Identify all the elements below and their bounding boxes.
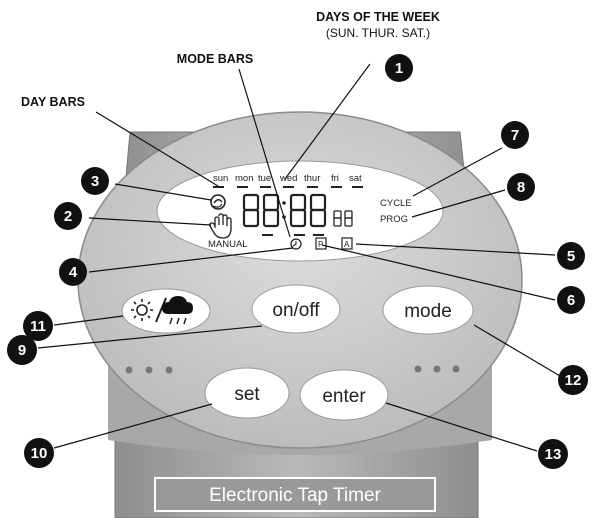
p-box-label: P (318, 240, 323, 249)
svg-text:7: 7 (511, 127, 519, 144)
lcd-day-sat: sat (349, 173, 362, 184)
indicator-dots-right (414, 365, 460, 373)
set-button-label: set (234, 384, 260, 405)
mode-bars-label: MODE BARS (177, 52, 253, 66)
svg-text:13: 13 (545, 446, 562, 463)
nameplate-text: Electronic Tap Timer (209, 485, 381, 506)
svg-text:2: 2 (64, 208, 72, 225)
lcd-digits (242, 193, 353, 228)
nameplate: Electronic Tap Timer (154, 477, 436, 512)
p-box-icon (315, 237, 327, 250)
lcd-cycle-label: CYCLE (380, 198, 412, 209)
callout-8: 8 (507, 173, 535, 201)
leader-lines (37, 63, 561, 452)
sun-icon (131, 299, 153, 321)
callout-1: 1 (385, 54, 413, 82)
mode-button[interactable]: mode (382, 285, 474, 335)
callout-9: 9 (7, 335, 37, 365)
day-bars-label: DAY BARS (21, 95, 85, 109)
indicator-dots-left (125, 366, 173, 374)
svg-text:1: 1 (395, 60, 403, 77)
lcd-day-sun: sun (213, 173, 228, 184)
callout-11: 11 (23, 311, 53, 341)
sun-rain-button[interactable] (121, 288, 211, 334)
mode-button-label: mode (404, 301, 452, 322)
svg-text:12: 12 (565, 372, 582, 389)
svg-text:11: 11 (30, 318, 46, 335)
rain-cloud-icon (162, 296, 193, 325)
enter-button[interactable]: enter (299, 369, 389, 421)
callout-13: 13 (538, 439, 568, 469)
svg-text:8: 8 (517, 179, 525, 196)
svg-text:10: 10 (31, 445, 48, 462)
days-of-week-label: DAYS OF THE WEEK (316, 10, 440, 24)
lcd-day-labels: sun mon tue wed thur fri sat (213, 173, 362, 184)
set-button[interactable]: set (204, 367, 290, 419)
on-off-button[interactable]: on/off (251, 284, 341, 334)
slash-divider (155, 297, 167, 323)
callout-3: 3 (81, 167, 109, 195)
a-box-icon (341, 237, 353, 250)
clock-icon (290, 238, 302, 250)
lcd-day-thur: thur (304, 173, 320, 184)
callout-6: 6 (557, 286, 585, 314)
callout-7: 7 (501, 121, 529, 149)
lcd-day-mon: mon (235, 173, 253, 184)
lcd-day-wed: wed (279, 173, 297, 184)
a-box-label: A (344, 240, 350, 249)
svg-text:6: 6 (567, 292, 575, 309)
svg-text:9: 9 (18, 342, 26, 359)
svg-text:4: 4 (69, 264, 78, 281)
callout-2: 2 (54, 202, 82, 230)
svg-text:3: 3 (91, 173, 99, 190)
manual-hand-icon (209, 213, 232, 239)
cycle-icon (210, 194, 226, 210)
callout-10: 10 (24, 438, 54, 468)
on-off-button-label: on/off (272, 300, 320, 321)
lcd-day-tue: tue (258, 173, 271, 184)
lcd-manual-label: MANUAL (208, 239, 248, 250)
enter-button-label: enter (322, 386, 366, 407)
callout-4: 4 (59, 258, 87, 286)
lcd-day-fri: fri (331, 173, 339, 184)
svg-text:5: 5 (567, 248, 575, 265)
callout-5: 5 (557, 242, 585, 270)
callout-12: 12 (558, 365, 588, 395)
lcd-prog-label: PROG (380, 214, 408, 225)
days-of-week-sub-label: (SUN. THUR. SAT.) (326, 26, 430, 40)
